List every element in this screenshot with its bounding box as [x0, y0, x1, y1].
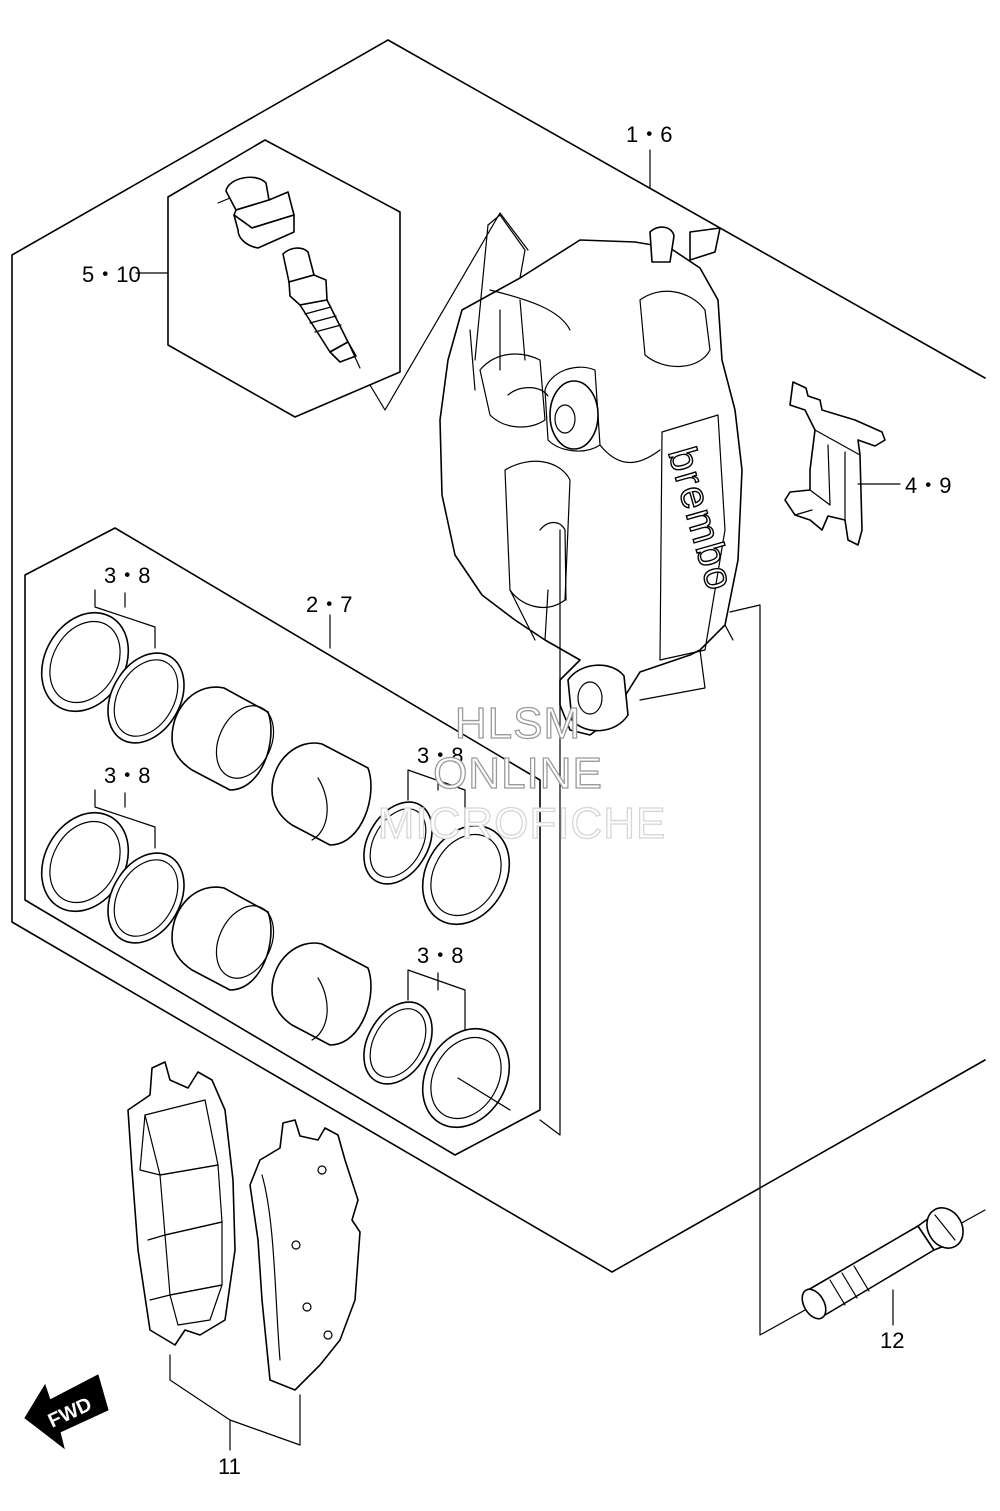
piston-upper-right — [271, 742, 372, 846]
callout-3-8-mid-left: 3・8 — [104, 763, 150, 788]
callout-12: 12 — [880, 1328, 904, 1353]
seal-ring-lower-outer — [40, 811, 130, 913]
seal-ring-lower-inner — [107, 852, 185, 944]
pad-spring — [784, 381, 886, 546]
piston-set-outline — [24, 527, 541, 1156]
callout-5-10: 5・10 — [82, 262, 141, 287]
leader-3-8-bottom-right — [407, 969, 466, 1031]
brake-pad-rear — [249, 1119, 361, 1391]
callout-3-8-bottom-right: 3・8 — [417, 943, 463, 968]
seal-ring-lower-right-outer — [421, 1027, 511, 1129]
callout-11: 11 — [218, 1454, 241, 1479]
watermark-line-2: ONLINE — [433, 749, 603, 798]
leader-3-8-top-left — [94, 589, 156, 649]
leader-11 — [169, 1354, 301, 1451]
leader-3-8-mid-right — [407, 769, 466, 831]
seal-ring-upper-right-outer — [421, 824, 511, 926]
bleeder-cap — [217, 176, 295, 249]
watermark-line-3: MICROFICHE — [378, 799, 667, 848]
callout-2-7: 2・7 — [306, 592, 352, 617]
forward-direction-badge: FWD — [24, 1374, 109, 1450]
caliper-assembly-outline — [11, 39, 986, 1273]
bleeder-screw — [282, 247, 361, 369]
seal-ring-lower-right-inner — [363, 1001, 433, 1085]
piston-lower-left — [171, 886, 275, 991]
bleeder-group-outline — [167, 139, 401, 418]
leader-3-8-mid-left — [94, 789, 156, 849]
caliper-body: brembo — [439, 214, 743, 736]
piston-upper-left — [171, 686, 275, 791]
seal-ring-upper-inner — [107, 652, 185, 744]
brake-pad-front — [127, 1061, 236, 1346]
callout-4-9: 4・9 — [905, 473, 951, 498]
seal-ring-upper-right-inner — [363, 801, 433, 885]
callout-1-6: 1・6 — [626, 122, 672, 147]
piston-lower-right — [271, 942, 372, 1046]
callout-3-8-top-left: 3・8 — [104, 563, 150, 588]
watermark-line-1: HLSM — [455, 699, 581, 748]
callout-3-8-mid-right: 3・8 — [417, 743, 463, 768]
caliper-bolt — [801, 1207, 964, 1320]
seal-ring-upper-outer — [40, 611, 130, 713]
